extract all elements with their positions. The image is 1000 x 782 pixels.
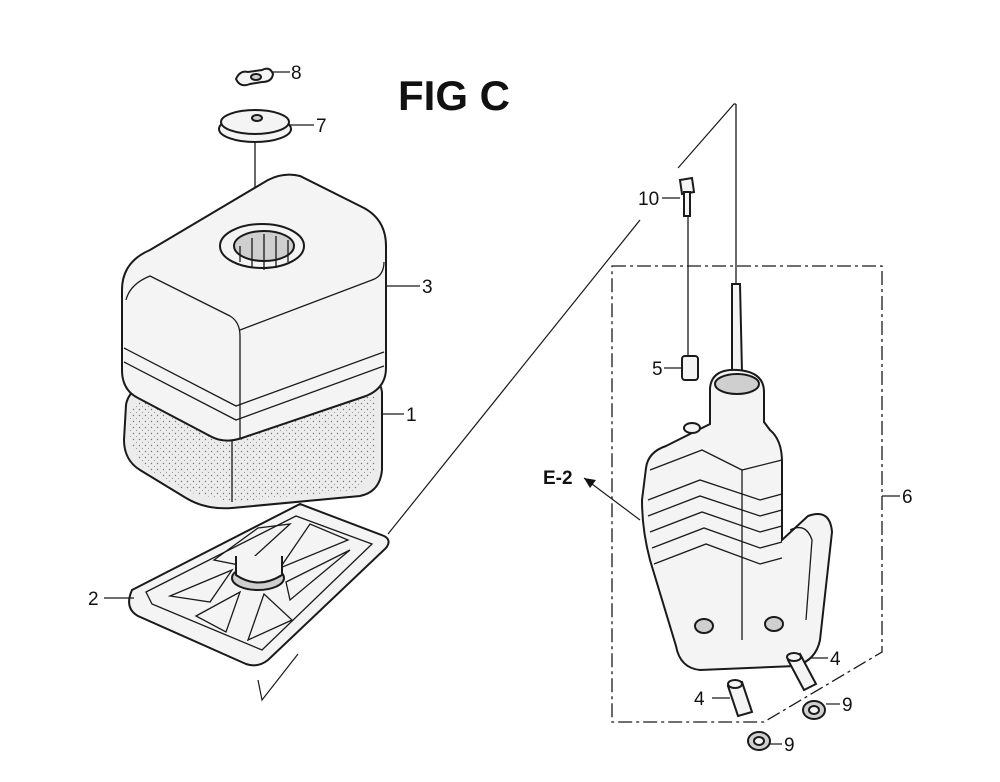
part-4-tube-upper: [786, 652, 828, 692]
callout-10: 10: [638, 189, 659, 210]
callout-3: 3: [422, 277, 433, 298]
part-7-cover-cap: [218, 109, 292, 228]
callout-7: 7: [316, 116, 327, 137]
part-2-base-plate: [128, 502, 390, 667]
part-3-air-cleaner-cover: [121, 173, 387, 442]
part-6-case: [640, 368, 900, 672]
part-5-collar: [664, 355, 699, 381]
callout-8: 8: [291, 63, 302, 84]
callout-9-lower: 9: [784, 735, 795, 756]
part-10-bolt: [662, 176, 696, 356]
callout-6: 6: [902, 487, 913, 508]
reference-e2: [583, 477, 641, 521]
callout-9-right: 9: [842, 695, 853, 716]
part-4-tube-lower: [712, 679, 754, 718]
part-9-nut-lower: [747, 731, 782, 751]
assembly-boundary: [611, 265, 883, 723]
callout-4-lower: 4: [694, 689, 705, 710]
part-8-wing-nut: [234, 67, 275, 87]
reference-e2-label: E-2: [543, 468, 573, 489]
callout-2: 2: [88, 589, 99, 610]
figure-title: FIG C: [398, 72, 510, 119]
callout-1: 1: [406, 405, 417, 426]
callout-4-upper: 4: [830, 649, 841, 670]
part-9-nut-right: [802, 700, 840, 720]
callout-5: 5: [652, 359, 663, 380]
